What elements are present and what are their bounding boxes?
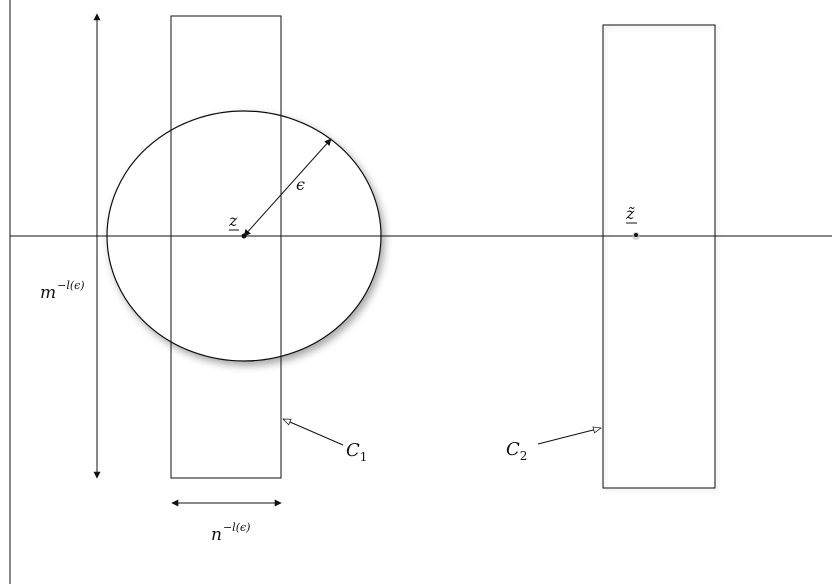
label-c2: C2: [506, 439, 527, 463]
rectangle-c1: [170, 15, 282, 479]
label-m-exponent: m−l(ϵ): [40, 279, 85, 303]
c1-pointer-arrow: [283, 418, 344, 446]
radius-arrow: [243, 138, 332, 237]
label-z: z: [228, 211, 238, 230]
label-epsilon: ϵ: [296, 175, 305, 194]
point-z: [241, 233, 247, 239]
point-z-tilde: [634, 233, 638, 237]
rectangle-c2: [602, 24, 716, 489]
label-z-tilde: z̃: [625, 204, 635, 223]
label-c1: C1: [346, 440, 367, 464]
c2-pointer-arrow: [537, 428, 601, 445]
label-n-exponent: n−l(ϵ): [211, 521, 250, 545]
